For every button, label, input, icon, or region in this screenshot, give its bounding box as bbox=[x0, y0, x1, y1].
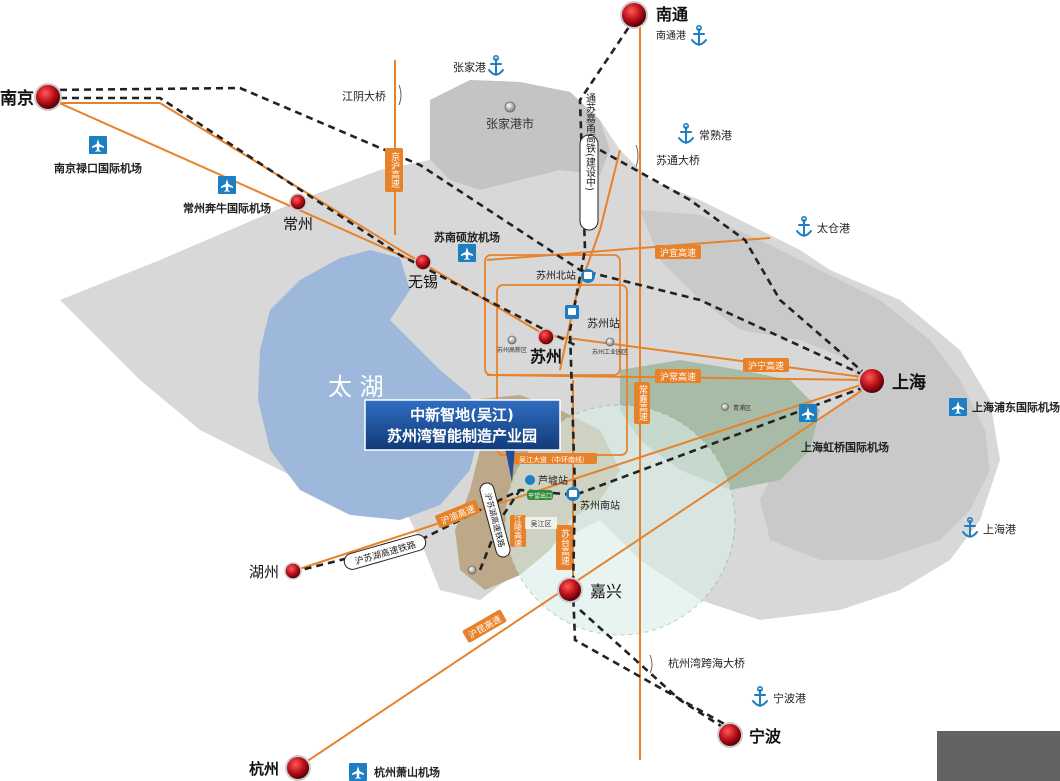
city-label-hangzhou: 杭州 bbox=[249, 760, 279, 778]
airport-hangzhou-xiaoshan: 杭州萧山机场 bbox=[374, 765, 440, 779]
port-ningbo: 宁波港 bbox=[773, 691, 806, 705]
project-callout: 中新智地(吴江) 苏州湾智能制造产业园 bbox=[364, 399, 561, 482]
airports: 南京禄口国际机场 常州奔牛国际机场 苏南硕放机场 上海虹桥国际机场 上海浦东国际… bbox=[54, 136, 1060, 781]
port-changshu: 常熟港 bbox=[699, 128, 732, 142]
city-label-suzhou: 苏州 bbox=[530, 347, 562, 366]
port-taicang: 太仓港 bbox=[817, 221, 850, 235]
highway-label-huyi: 沪宜高速 bbox=[660, 247, 696, 259]
highway-label-huning: 沪宁高速 bbox=[748, 360, 784, 372]
city-marker-jiaxing bbox=[557, 577, 583, 603]
city-marker-ningbo bbox=[717, 722, 743, 748]
airport-changzhou-benniu: 常州奔牛国际机场 bbox=[183, 201, 271, 215]
city-label-wuxi: 无锡 bbox=[408, 273, 438, 291]
station-suzhou-north: 苏州北站 bbox=[536, 269, 576, 282]
airport-shanghai-hongqiao: 上海虹桥国际机场 bbox=[801, 440, 889, 454]
city-marker-shanghai bbox=[858, 367, 886, 395]
stations: 苏州北站 苏州站 苏州南站 芦墟站 bbox=[525, 269, 620, 512]
city-markers: 南京 南通 常州 无锡 苏州 上海 湖州 嘉兴 杭州 宁波 bbox=[0, 1, 926, 781]
bridges: 江阴大桥 苏通大桥 杭州湾跨海大桥 bbox=[342, 84, 745, 674]
local-labels: 吴江大道（中环南线） 平望出口 bbox=[512, 453, 597, 500]
airport-sunan-shuofang: 苏南硕放机场 bbox=[434, 230, 500, 244]
highway-label-huchang: 沪常高速 bbox=[660, 371, 696, 383]
bridge-sutong: 苏通大桥 bbox=[656, 153, 700, 167]
city-label-jiaxing: 嘉兴 bbox=[590, 582, 622, 601]
city-marker-wuxi bbox=[414, 253, 432, 271]
airport-shanghai-pudong: 上海浦东国际机场 bbox=[972, 400, 1060, 414]
airport-nanjing-lukou: 南京禄口国际机场 bbox=[54, 161, 142, 175]
corner-block bbox=[937, 731, 1060, 781]
exit-label: 平望出口 bbox=[528, 492, 552, 500]
city-marker-nanjing bbox=[34, 83, 62, 111]
place-wujiang: 吴江区 bbox=[531, 520, 552, 528]
ports: 南通港 张家港 常熟港 太仓港 上海港 宁波港 bbox=[453, 24, 1016, 707]
lake-label: 太 湖 bbox=[328, 373, 384, 401]
highway-label-changjia: 常嘉高速 bbox=[637, 384, 648, 422]
city-label-shanghai: 上海 bbox=[892, 372, 926, 393]
city-marker-changzhou bbox=[289, 193, 307, 211]
highway-label-jiangling: 江陵高速 bbox=[514, 515, 523, 548]
city-marker-suzhou bbox=[537, 328, 555, 346]
minor-places: 张家港市 苏州高新区 苏州工业园区 青浦区 吴江区 bbox=[467, 101, 751, 575]
city-label-nantong: 南通 bbox=[656, 5, 688, 24]
place-qingpu: 青浦区 bbox=[733, 404, 751, 412]
port-zhangjiagang: 张家港 bbox=[453, 60, 486, 74]
project-name-line2: 苏州湾智能制造产业园 bbox=[387, 427, 537, 445]
city-label-nanjing: 南京 bbox=[0, 88, 34, 109]
city-label-huzhou: 湖州 bbox=[249, 563, 279, 581]
bridge-hangzhouwan: 杭州湾跨海大桥 bbox=[668, 656, 745, 670]
project-name-line1: 中新智地(吴江) bbox=[410, 406, 514, 424]
railway-label-tongsu: 通苏嘉甬高铁(建设中) bbox=[584, 93, 596, 191]
city-label-changzhou: 常州 bbox=[283, 215, 313, 233]
place-suzhou-high-tech: 苏州高新区 bbox=[497, 346, 527, 354]
port-shanghai: 上海港 bbox=[983, 522, 1016, 536]
place-zhangjiagang-city: 张家港市 bbox=[486, 116, 534, 131]
taihu-lake bbox=[258, 250, 480, 520]
place-suzhou-industrial: 苏州工业园区 bbox=[592, 348, 628, 356]
station-luxuping: 芦墟站 bbox=[538, 474, 568, 487]
highway-label-jinghu: 京沪高速 bbox=[389, 151, 400, 189]
station-suzhou-south: 苏州南站 bbox=[580, 499, 620, 512]
highway-labels: 京沪高速 沪宜高速 沪宁高速 沪常高速 常嘉高速 苏台高速 江陵高速 沪渝高速 … bbox=[385, 148, 789, 643]
city-marker-hangzhou bbox=[285, 755, 311, 781]
port-nantong: 南通港 bbox=[656, 29, 686, 42]
city-marker-huzhou bbox=[284, 562, 302, 580]
highway-label-suta: 苏台高速 bbox=[559, 528, 570, 566]
station-suzhou: 苏州站 bbox=[587, 316, 620, 330]
avenue-label: 吴江大道（中环南线） bbox=[519, 455, 589, 464]
city-marker-nantong bbox=[620, 1, 648, 29]
city-label-ningbo: 宁波 bbox=[749, 727, 782, 746]
bridge-jiangyin: 江阴大桥 bbox=[342, 89, 386, 103]
